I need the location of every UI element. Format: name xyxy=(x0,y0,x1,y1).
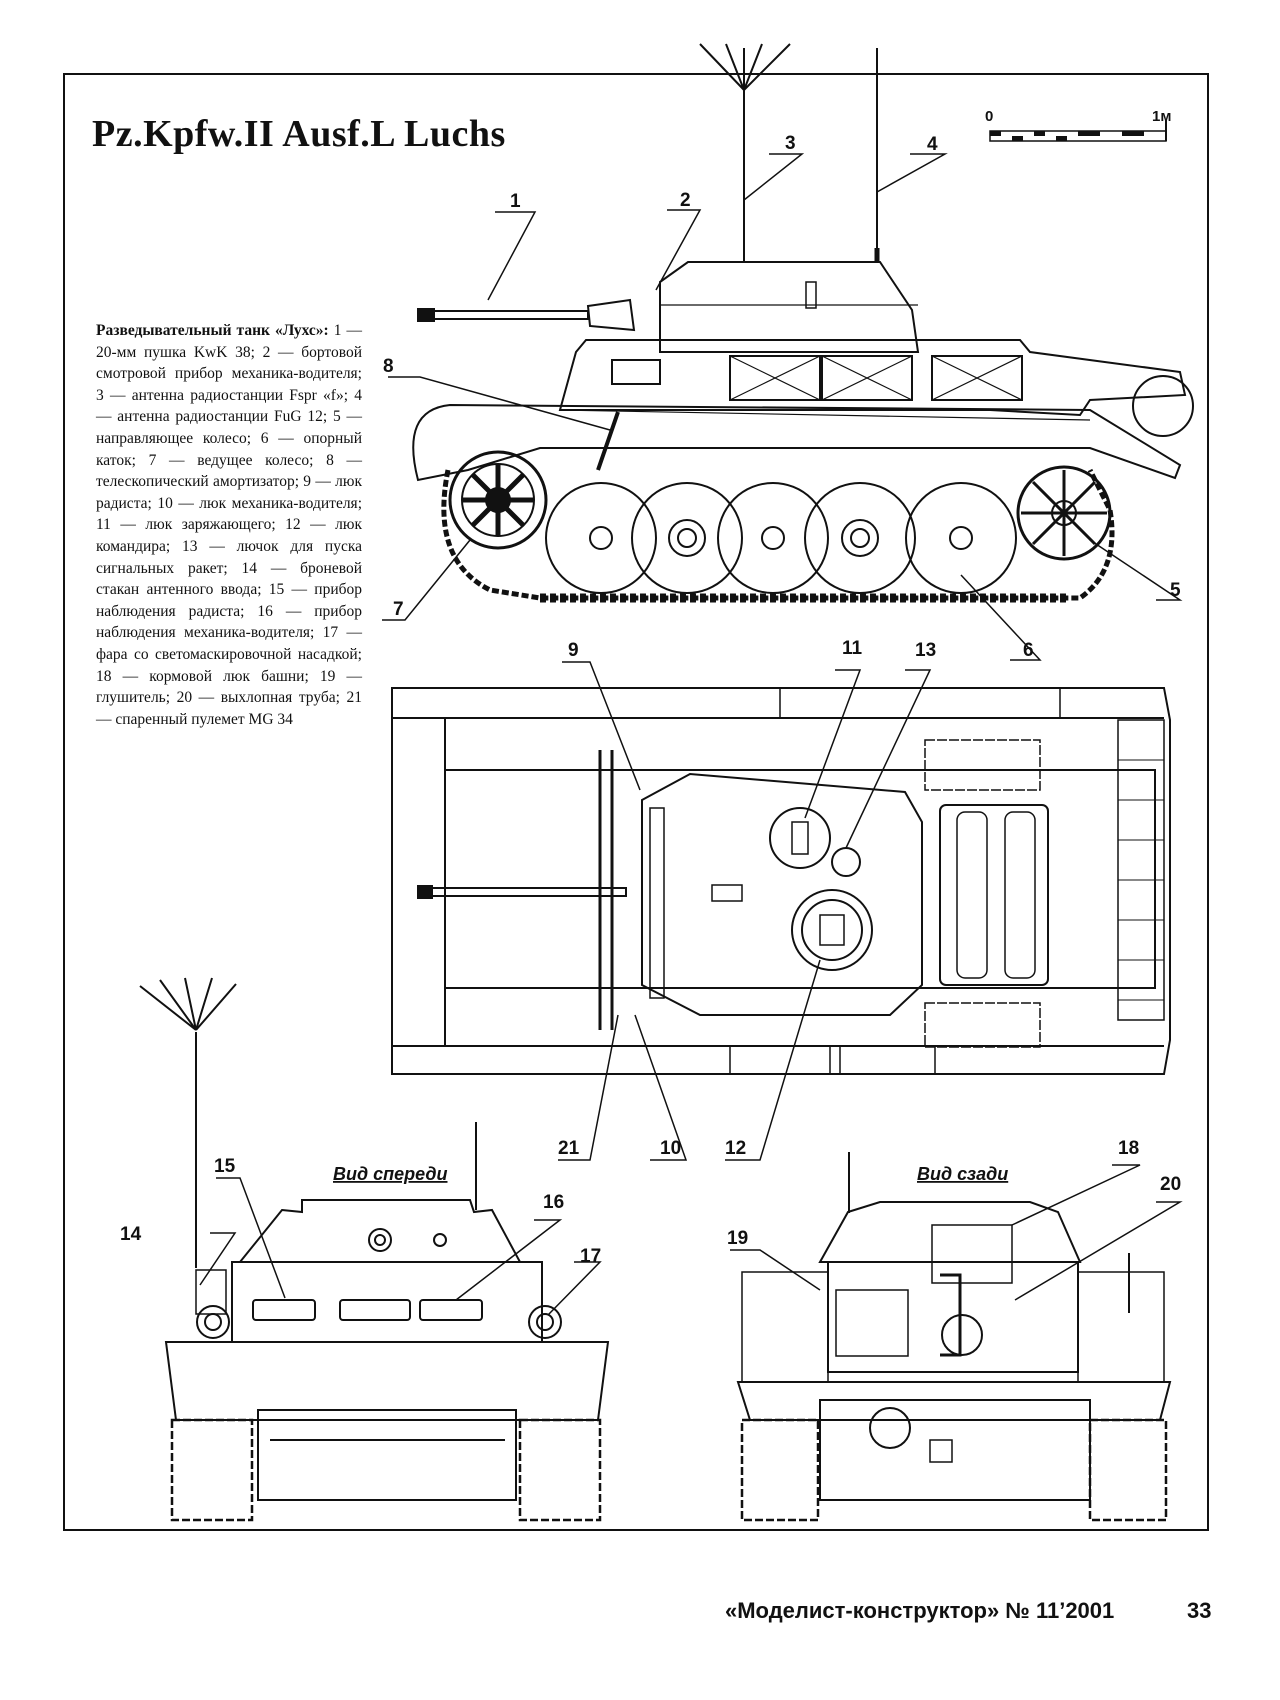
leader-lines xyxy=(199,153,1183,1316)
callout-15: 15 xyxy=(214,1156,236,1177)
callout-13: 13 xyxy=(915,640,936,661)
callout-17: 17 xyxy=(580,1246,601,1267)
legend: Разведывательный танк «Лухс»: 1 — 20-мм … xyxy=(96,320,362,730)
callout-14: 14 xyxy=(120,1224,142,1245)
callout-6: 6 xyxy=(1023,640,1034,661)
callout-21: 21 xyxy=(558,1138,580,1159)
callout-9: 9 xyxy=(568,640,579,661)
front-view-label: Вид спереди xyxy=(333,1164,448,1184)
callout-11: 11 xyxy=(842,638,863,659)
callout-19: 19 xyxy=(727,1228,748,1249)
legend-body: 1 — 20-мм пушка KwK 38; 2 — бортовой смо… xyxy=(96,322,362,728)
callout-20: 20 xyxy=(1160,1174,1181,1195)
side-view xyxy=(412,43,1194,603)
rear-view-label: Вид сзади xyxy=(917,1164,1008,1184)
magazine-footer: «Моделист-конструктор» № 11’2001 xyxy=(725,1598,1115,1623)
callout-18: 18 xyxy=(1118,1138,1139,1159)
page-number: 33 xyxy=(1187,1598,1212,1623)
callout-5: 5 xyxy=(1170,580,1181,601)
callout-1: 1 xyxy=(510,191,521,212)
legend-heading: Разведывательный танк «Лухс»: xyxy=(96,322,329,339)
scale-end: 1м xyxy=(1152,108,1171,125)
drawing-frame xyxy=(63,73,1209,1531)
callout-8: 8 xyxy=(383,356,394,377)
callout-10: 10 xyxy=(660,1138,681,1159)
callout-7: 7 xyxy=(393,599,404,620)
callout-16: 16 xyxy=(543,1192,564,1213)
callout-4: 4 xyxy=(927,134,938,155)
scale-start: 0 xyxy=(985,108,993,125)
front-view xyxy=(139,977,610,1522)
callout-12: 12 xyxy=(725,1138,746,1159)
rear-view xyxy=(736,1152,1172,1522)
top-view xyxy=(391,687,1171,1075)
callout-2: 2 xyxy=(680,190,691,211)
callout-3: 3 xyxy=(785,133,796,154)
scale-bar: 0 1м xyxy=(985,108,1171,142)
page-title: Pz.Kpfw.II Ausf.L Luchs xyxy=(92,113,506,155)
